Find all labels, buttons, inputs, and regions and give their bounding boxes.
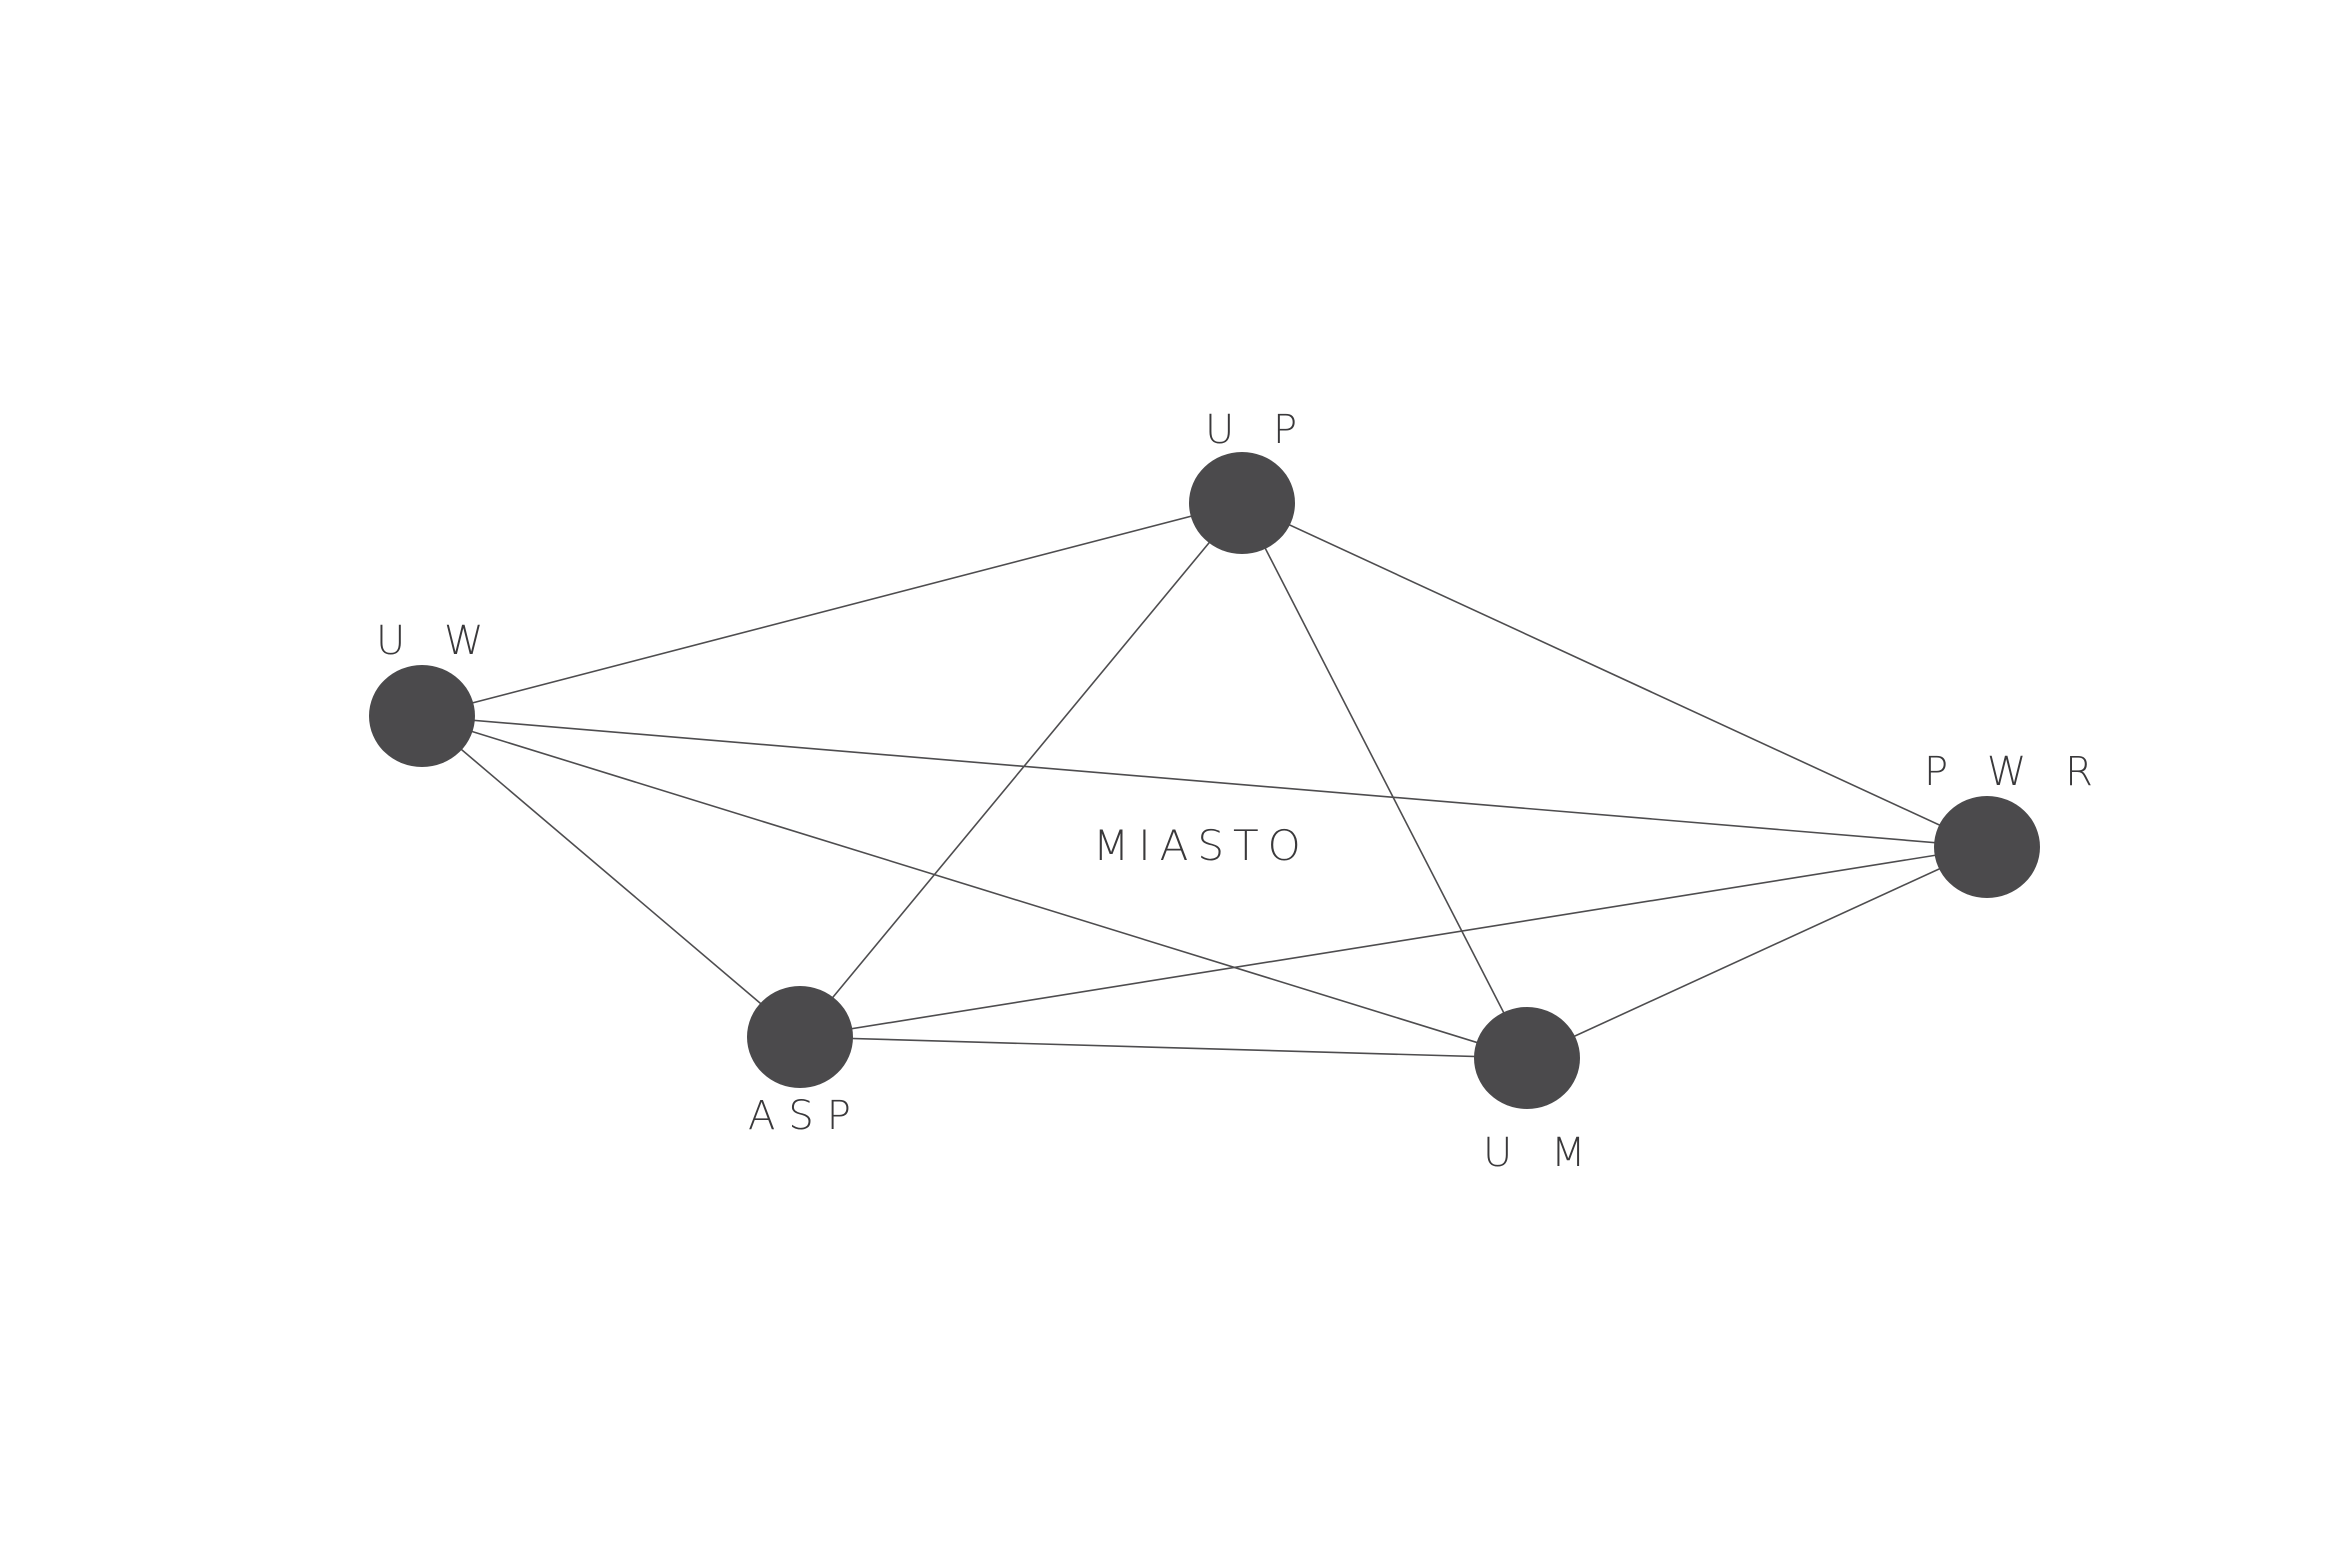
node-label-asp: ASP <box>748 1093 864 1139</box>
node-um <box>1474 1007 1580 1109</box>
node-label-um: U M <box>1483 1130 1599 1176</box>
node-label-pwr: P W R <box>1924 749 2106 795</box>
edge-uw-pwr <box>421 715 1988 848</box>
edge-up-asp <box>799 502 1243 1038</box>
center-label: MIASTO <box>1093 821 1310 870</box>
node-uw <box>369 665 475 767</box>
edge-uw-asp <box>421 715 801 1038</box>
node-pwr <box>1934 796 2040 898</box>
node-labels: U P U W P W R ASP U M <box>376 407 2106 1176</box>
edge-um-pwr <box>1526 846 1988 1059</box>
node-label-up: U P <box>1205 407 1310 453</box>
node-asp <box>747 986 853 1088</box>
node-up <box>1189 452 1295 554</box>
edge-up-pwr <box>1241 502 1988 848</box>
nodes <box>369 452 2040 1109</box>
edge-uw-up <box>421 502 1243 717</box>
edge-asp-pwr <box>799 846 1988 1038</box>
edge-uw-um <box>421 715 1528 1059</box>
edge-up-um <box>1241 502 1528 1059</box>
edges <box>421 502 1988 1059</box>
edge-asp-um <box>799 1036 1528 1059</box>
node-label-uw: U W <box>376 618 497 664</box>
